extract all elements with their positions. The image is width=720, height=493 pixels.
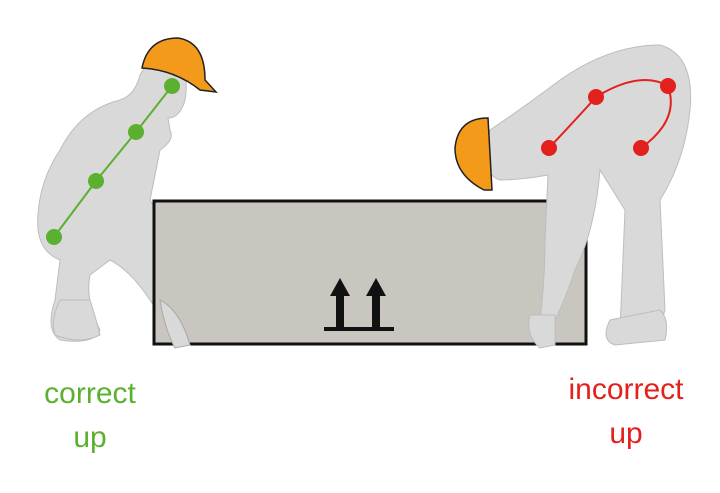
correct-label-line2: up <box>73 421 107 454</box>
spine-dot <box>660 78 676 94</box>
spine-dot <box>633 140 649 156</box>
this-side-up-arrows-icon <box>324 278 394 331</box>
incorrect-spine-markers <box>541 78 676 156</box>
incorrect-lifter-figure <box>486 44 692 349</box>
spine-dot <box>588 89 604 105</box>
incorrect-label-line2: up <box>609 417 643 450</box>
spine-dot <box>541 140 557 156</box>
incorrect-label-line1: incorrect <box>568 373 684 406</box>
correct-spine-markers <box>46 78 180 245</box>
correct-lifter-hand <box>159 299 191 349</box>
spine-dot <box>88 173 104 189</box>
incorrect-helmet <box>454 117 493 191</box>
spine-dot <box>46 229 62 245</box>
box <box>152 199 588 346</box>
spine-dot <box>164 78 180 94</box>
correct-label-line1: correct <box>44 377 136 410</box>
spine-dot <box>128 124 144 140</box>
correct-label: correct up <box>0 372 190 460</box>
correct-helmet <box>141 37 218 93</box>
incorrect-label: incorrect up <box>526 368 720 456</box>
